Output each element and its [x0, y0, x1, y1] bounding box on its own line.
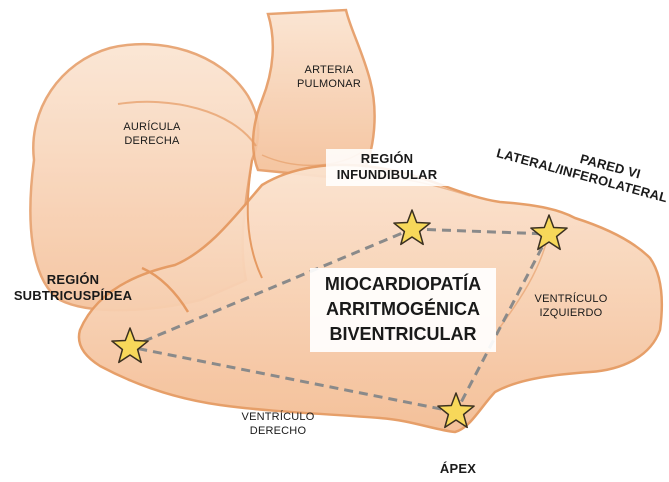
label-apex: ÁPEX [428, 461, 488, 477]
label-auricula-derecha: AURÍCULA DERECHA [106, 121, 198, 149]
label-ventriculo-derecho: VENTRÍCULO DERECHO [228, 411, 328, 439]
label-region-infundibular: REGIÓN INFUNDIBULAR [326, 149, 448, 186]
label-ventriculo-izquierdo: VENTRÍCULO IZQUIERDO [522, 293, 620, 321]
central-title-line: BIVENTRICULAR [312, 322, 494, 347]
label-region-subtricuspidea: REGIÓN SUBTRICUSPÍDEA [2, 272, 144, 305]
label-arteria-pulmonar: ARTERIA PULMONAR [284, 64, 374, 92]
central-title-line: ARRITMOGÉNICA [312, 297, 494, 322]
central-title-box: MIOCARDIOPATÍA ARRITMOGÉNICA BIVENTRICUL… [310, 268, 496, 352]
central-title-line: MIOCARDIOPATÍA [312, 272, 494, 297]
